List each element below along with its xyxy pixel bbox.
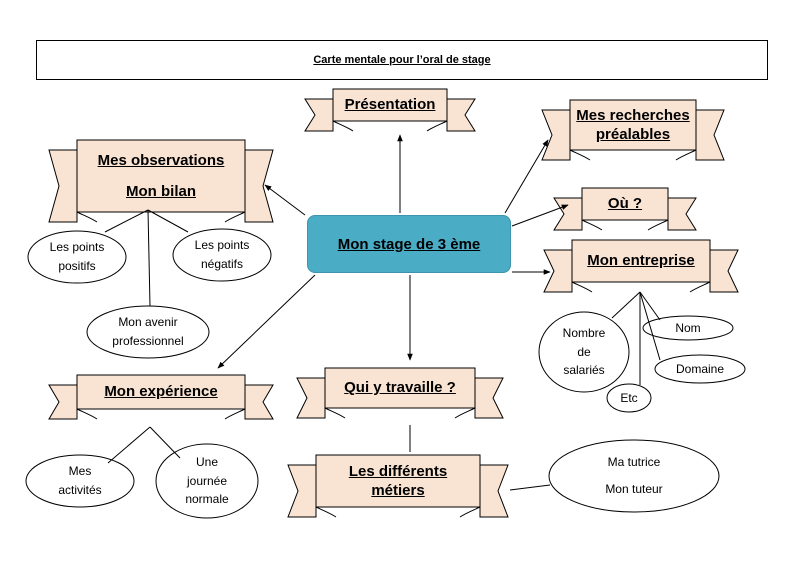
bubble-etc <box>606 383 652 413</box>
banner-line: Qui y travaille ? <box>344 379 456 397</box>
bubble-label-avenir: Mon avenir professionnel <box>87 306 209 358</box>
connector-line <box>611 291 641 319</box>
bubble-line: Les points <box>194 238 250 253</box>
bubble-journee <box>155 443 259 519</box>
connector-line <box>264 184 306 216</box>
banner-recherches <box>541 99 725 161</box>
bubble-line: Mon avenir <box>118 315 178 330</box>
bubble-line: salariés <box>563 363 605 378</box>
bubble-points_negatifs <box>172 228 272 282</box>
bubble-tuteurs <box>548 439 720 513</box>
bubble-shapes <box>25 228 746 519</box>
bubble-domaine <box>654 354 746 384</box>
banner-line: Mon expérience <box>104 383 218 401</box>
bubble-line: journée <box>186 473 228 488</box>
bubble-line: Etc <box>620 390 638 405</box>
bubble-line: activités <box>58 483 102 497</box>
banner-experience <box>48 374 274 420</box>
connector-line <box>509 484 551 491</box>
connector-line <box>639 291 661 321</box>
bubble-nombre_salaries <box>538 311 630 393</box>
bubble-line: Mes <box>68 464 92 479</box>
connector-line <box>107 426 151 464</box>
banner-presentation <box>304 88 476 132</box>
bubble-avenir <box>86 305 210 359</box>
bubble-label-points_negatifs: Les points négatifs <box>173 229 271 281</box>
bubble-label-journee: Une journée normale <box>156 444 258 518</box>
banner-label-recherches: Mes recherches préalables <box>570 100 696 150</box>
bubble-line: Domaine <box>675 361 725 376</box>
central-node: Mon stage de 3 ème <box>307 215 511 273</box>
bubble-label-activites: Mes activités <box>26 455 134 507</box>
banner-label-travaille: Qui y travaille ? <box>325 368 475 408</box>
bubble-line: professionnel <box>112 334 184 348</box>
banner-shapes <box>48 88 739 518</box>
banner-label-metiers: Les différents métiers <box>316 455 480 507</box>
bubble-line: de <box>577 344 591 359</box>
connector-line <box>147 209 189 233</box>
banner-line: Mes observations <box>97 151 225 169</box>
banner-label-presentation: Présentation <box>333 89 447 121</box>
bubble-line: négatifs <box>200 257 244 271</box>
connector-line <box>217 274 316 369</box>
bubble-line: positifs <box>58 259 96 273</box>
bubble-label-nom: Nom <box>643 316 733 340</box>
bubble-line: Une <box>195 455 218 470</box>
banner-line: Les différents <box>348 462 448 480</box>
banner-line: Mes recherches <box>576 106 690 124</box>
connector-line <box>149 426 181 459</box>
banner-observations <box>48 139 274 223</box>
bubble-line: Nom <box>675 320 701 335</box>
connector-line <box>511 204 569 227</box>
connector-line <box>104 209 149 233</box>
bubble-line: Mon tuteur <box>605 482 663 496</box>
connector-line <box>639 291 661 361</box>
banner-ou <box>553 187 697 231</box>
banner-label-ou: Où ? <box>582 188 668 220</box>
bubble-label-points_positifs: Les points positifs <box>28 231 126 283</box>
bubble-line: Les points <box>49 240 105 255</box>
banner-line: Présentation <box>344 96 436 114</box>
page-title: Carte mentale pour l’oral de stage <box>313 54 491 66</box>
bubble-points_positifs <box>27 230 127 284</box>
bubble-line: normale <box>185 492 229 507</box>
banner-entreprise <box>543 239 739 293</box>
banner-line: Mon bilan <box>126 183 196 200</box>
banner-line: Où ? <box>607 195 643 213</box>
bubble-label-nombre_salaries: Nombre de salariés <box>539 312 629 392</box>
banner-label-entreprise: Mon entreprise <box>572 240 710 282</box>
bubble-activites <box>25 454 135 508</box>
connector-line <box>147 209 151 307</box>
banner-travaille <box>296 367 504 419</box>
banner-metiers <box>287 454 509 518</box>
banner-line: métiers <box>371 482 425 499</box>
central-node-label: Mon stage de 3 ème <box>337 235 481 253</box>
connector-line <box>504 139 549 214</box>
title-box: Carte mentale pour l’oral de stage <box>36 40 768 80</box>
bubble-nom <box>642 315 734 341</box>
bubble-line: Nombre <box>562 326 606 341</box>
connectors <box>104 134 661 491</box>
banner-line: préalables <box>595 126 671 143</box>
bubble-line: Ma tutrice <box>607 455 661 470</box>
banner-label-experience: Mon expérience <box>77 375 245 409</box>
banner-line: Mon entreprise <box>587 252 695 270</box>
bubble-label-domaine: Domaine <box>655 355 745 383</box>
bubble-label-etc: Etc <box>607 384 651 412</box>
